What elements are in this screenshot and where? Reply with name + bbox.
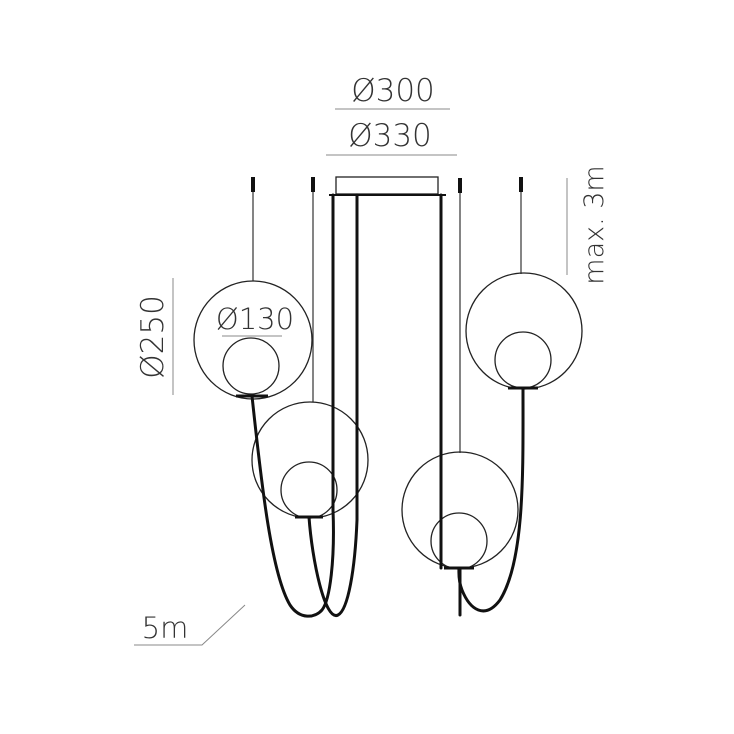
suspension-wires	[252, 192, 522, 453]
globe-3	[465, 272, 583, 390]
outer-globe-dimension: Ø250	[135, 295, 171, 379]
canopy	[335, 176, 439, 195]
suspension-dimension: max. 3m	[579, 165, 610, 284]
inner-globe-dimension: Ø130	[216, 302, 294, 336]
globe-1	[193, 280, 313, 400]
canopy-outer-dimension: Ø330	[348, 118, 432, 154]
power-cables	[250, 193, 525, 618]
canopy-inner-dimension: Ø300	[351, 73, 435, 109]
globe-4	[401, 451, 519, 570]
globe-2	[251, 401, 369, 519]
cable-dim-line	[134, 604, 246, 646]
anchors	[251, 177, 523, 193]
cable-dimension: 5m	[142, 611, 189, 645]
